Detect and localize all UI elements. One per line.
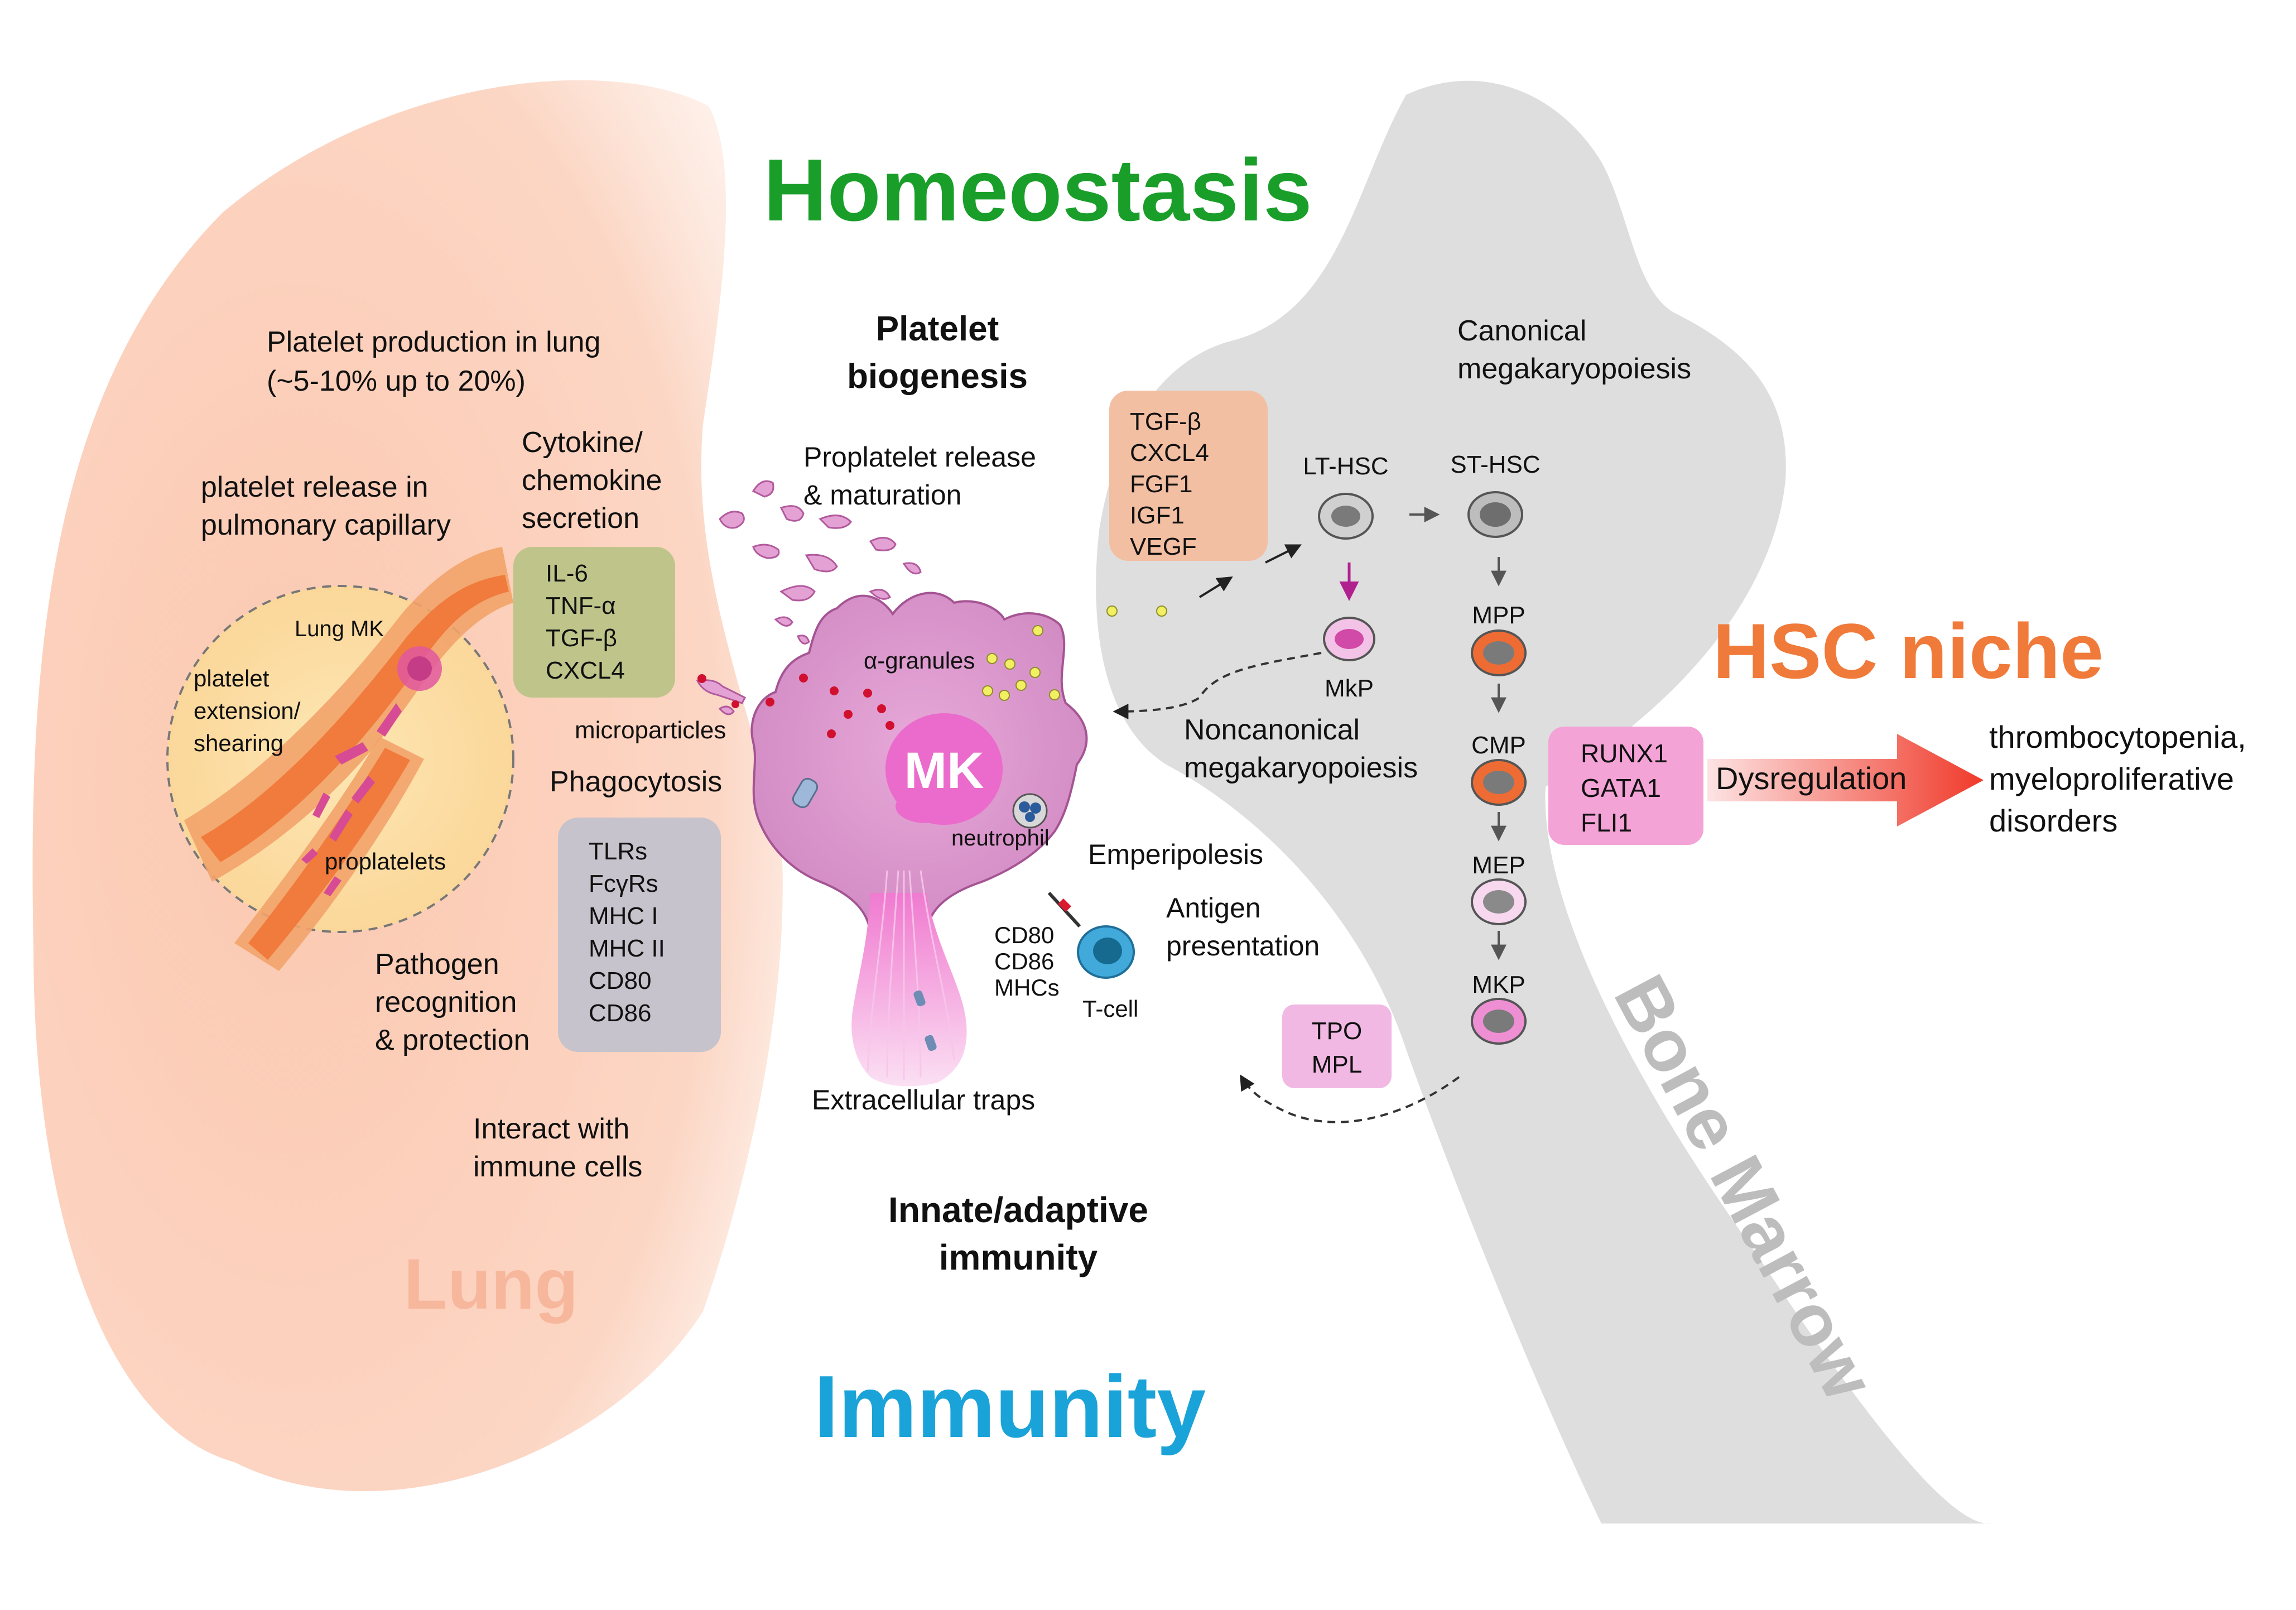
cytokine-title-1: Cytokine/	[522, 426, 643, 459]
hsc-lineage	[1113, 491, 1527, 1123]
transcription-factor-item: RUNX1	[1581, 739, 1668, 768]
homeostasis-title: Homeostasis	[763, 141, 1312, 239]
mkp-label: MKP	[1472, 971, 1525, 998]
cd-marker: CD86	[994, 948, 1054, 974]
cytokine-box	[513, 547, 675, 698]
canonical-label-2: megakaryopoiesis	[1457, 353, 1691, 385]
cd-marker: MHCs	[994, 974, 1060, 1001]
cytokine-item: CXCL4	[546, 657, 625, 684]
mkp-noncanonical-label: MkP	[1325, 675, 1374, 702]
receptor-item: FcγRs	[589, 870, 658, 897]
receptor-item: CD86	[589, 999, 652, 1027]
growth-factor-item: CXCL4	[1130, 439, 1209, 467]
cytokine-item: TNF-α	[546, 592, 616, 619]
transcription-factor-item: FLI1	[1581, 808, 1632, 837]
interact-label-1: Interact with	[473, 1113, 629, 1145]
noncanonical-label-1: Noncanonical	[1184, 714, 1360, 746]
immunity-sub-label-1: Innate/adaptive	[888, 1190, 1148, 1230]
antigen-label-1: Antigen	[1166, 892, 1261, 924]
dysregulation-arrow	[1707, 734, 1984, 826]
proplatelet-release-label-2: & maturation	[803, 479, 961, 511]
mep-label: MEP	[1472, 852, 1525, 879]
cytokine-item: TGF-β	[546, 624, 617, 652]
tpo-item: TPO	[1312, 1017, 1362, 1045]
cytokine-title-2: chemokine	[522, 464, 662, 497]
bone-marrow-region	[1096, 80, 1992, 1524]
receptor-box	[558, 818, 721, 1052]
biogenesis-label-2: biogenesis	[847, 357, 1028, 396]
lung-production-percent: (~5-10% up to 20%)	[267, 365, 526, 397]
cytokine-title-3: secretion	[522, 502, 639, 535]
outcome-label-1: thrombocytopenia,	[1989, 719, 2246, 754]
alpha-granules-label: α-granules	[864, 647, 975, 674]
lt-hsc-label: LT-HSC	[1303, 453, 1388, 480]
neutrophil-cell	[1012, 793, 1048, 829]
pathogen-label-1: Pathogen	[375, 948, 499, 981]
proplatelets-label: proplatelets	[325, 848, 446, 874]
growth-factor-box	[1109, 391, 1268, 561]
emperipolesis-label: Emperipolesis	[1088, 839, 1263, 870]
cytokine-item: IL-6	[546, 560, 588, 587]
canonical-label-1: Canonical	[1457, 315, 1586, 347]
pathogen-label-3: & protection	[375, 1024, 530, 1056]
tpo-item: MPL	[1312, 1051, 1362, 1078]
proplatelet-fragments	[696, 480, 922, 715]
lung-title: Lung	[404, 1244, 579, 1324]
lung-mk-label: Lung MK	[295, 617, 384, 641]
phagocytosed-bacterium	[792, 777, 819, 809]
immunity-title: Immunity	[814, 1358, 1206, 1456]
cd-marker: CD80	[994, 922, 1054, 948]
outcome-label-2: myeloproliferative	[1989, 761, 2234, 796]
immunity-sub-label-2: immunity	[939, 1237, 1098, 1277]
biogenesis-label-1: Platelet	[876, 310, 999, 348]
receptor-item: TLRs	[589, 838, 647, 865]
transcription-factor-item: GATA1	[1581, 773, 1661, 802]
tpo-box	[1282, 1005, 1392, 1088]
alpha-granules	[697, 605, 1167, 738]
growth-factor-item: VEGF	[1130, 533, 1197, 560]
extension-label-1: platelet	[194, 665, 269, 691]
extension-label-3: shearing	[194, 730, 283, 756]
lung-production-label: Platelet production in lung	[267, 326, 600, 358]
antigen-label-2: presentation	[1166, 930, 1320, 962]
trap-fibers	[867, 870, 955, 1080]
transcription-factor-box	[1548, 727, 1703, 845]
growth-factor-item: TGF-β	[1130, 408, 1201, 435]
mk-label: MK	[904, 742, 984, 799]
pathogen-label-2: recognition	[375, 986, 517, 1018]
st-hsc-label: ST-HSC	[1450, 451, 1540, 478]
noncanonical-label-2: megakaryopoiesis	[1184, 752, 1418, 784]
proplatelet-release-label-1: Proplatelet release	[803, 441, 1036, 473]
neutrophil-label: neutrophil	[951, 826, 1050, 850]
growth-factor-item: FGF1	[1130, 470, 1192, 498]
pulmonary-capillary-label: pulmonary capillary	[201, 509, 451, 541]
growth-factor-item: IGF1	[1130, 502, 1185, 529]
receptor-item: CD80	[589, 967, 652, 994]
t-cell	[1047, 891, 1135, 979]
cmp-label: CMP	[1471, 732, 1526, 759]
outcome-label-3: disorders	[1989, 803, 2117, 838]
phagocytosis-label: Phagocytosis	[550, 766, 722, 798]
dysregulation-label: Dysregulation	[1716, 761, 1907, 796]
platelet-release-label: platelet release in	[201, 471, 429, 503]
microparticles-label: microparticles	[575, 717, 726, 744]
extracellular-traps-label: Extracellular traps	[812, 1084, 1035, 1116]
t-cell-label: T-cell	[1082, 996, 1138, 1022]
mpp-label: MPP	[1472, 602, 1525, 629]
interact-label-2: immune cells	[473, 1151, 642, 1183]
receptor-item: MHC II	[589, 935, 665, 962]
capillary-inset	[166, 547, 514, 971]
hsc-niche-title: HSC niche	[1713, 607, 2104, 695]
extension-label-2: extension/	[194, 698, 301, 724]
receptor-item: MHC I	[589, 902, 658, 930]
